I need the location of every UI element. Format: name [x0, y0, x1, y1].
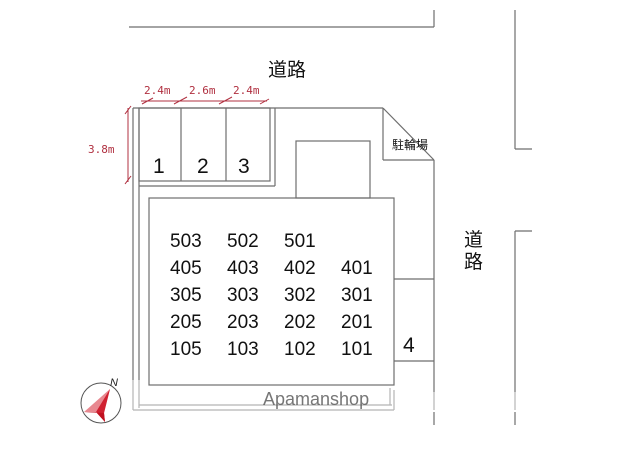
room-label: 101 — [341, 339, 373, 360]
top-road-label: 道路 — [268, 59, 306, 81]
room-label: 503 — [170, 231, 202, 252]
room-label: 202 — [284, 312, 316, 333]
dim-depth: 3.8m — [88, 143, 115, 156]
room-label: 201 — [341, 312, 373, 333]
room-label: 502 — [227, 231, 259, 252]
room-label: 405 — [170, 258, 202, 279]
north-label: N — [110, 377, 118, 389]
room-label: 305 — [170, 285, 202, 306]
bicycle-parking-label: 駐輪場 — [392, 137, 428, 152]
room-label: 403 — [227, 258, 259, 279]
parking-slot-3-label: 3 — [238, 155, 250, 178]
parking-slot-4-label: 4 — [403, 334, 415, 357]
parking-slot-2-label: 2 — [197, 155, 209, 178]
room-label: 301 — [341, 285, 373, 306]
dim-width-1: 2.4m — [144, 84, 171, 97]
room-label: 402 — [284, 258, 316, 279]
north-compass-icon: N — [80, 377, 122, 424]
dim-width-3: 2.4m — [233, 84, 260, 97]
right-road-label-top: 道 — [464, 229, 483, 251]
room-label: 105 — [170, 339, 202, 360]
dim-width-2: 2.6m — [189, 84, 216, 97]
top-road-boundary — [129, 10, 435, 28]
room-label: 102 — [284, 339, 316, 360]
room-label: 203 — [227, 312, 259, 333]
watermark: Apamanshop — [263, 389, 369, 409]
room-label: 302 — [284, 285, 316, 306]
annex-structure — [295, 140, 371, 199]
right-road-boundary — [514, 10, 532, 425]
right-road-label-bottom: 路 — [464, 251, 483, 273]
room-label: 401 — [341, 258, 373, 279]
parking-slot-1-label: 1 — [153, 155, 165, 178]
dimension-lines — [124, 96, 270, 185]
room-label: 501 — [284, 231, 316, 252]
room-grid: 503 502 501 405 403 402 401 305 303 302 … — [170, 231, 373, 360]
parking-slots-top — [138, 107, 276, 187]
main-building — [148, 197, 395, 386]
parking-slot-4 — [394, 278, 434, 362]
room-label: 103 — [227, 339, 259, 360]
room-label: 205 — [170, 312, 202, 333]
room-label: 303 — [227, 285, 259, 306]
